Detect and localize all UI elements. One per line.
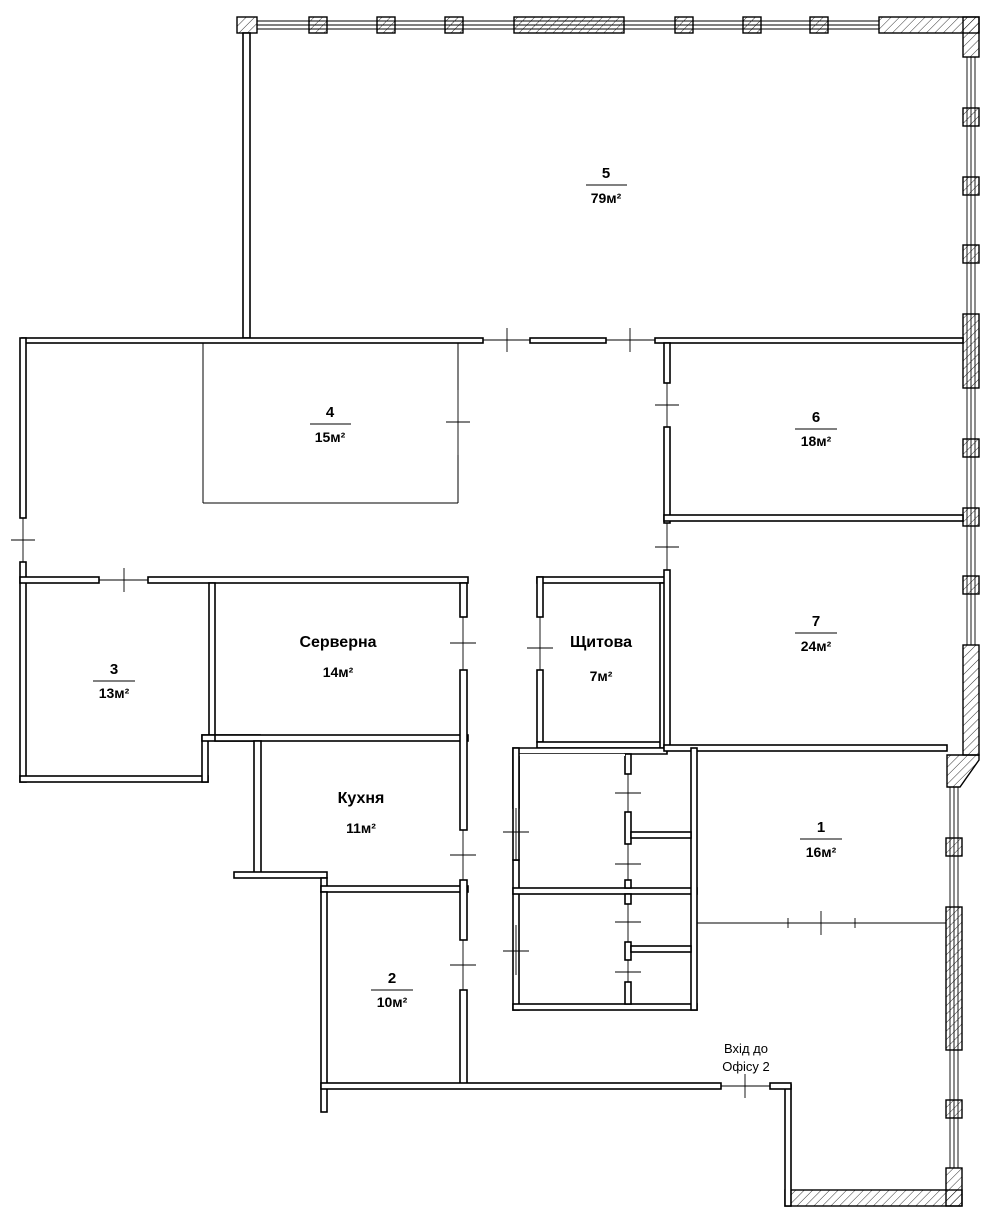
svg-text:13м²: 13м² <box>99 685 130 701</box>
svg-text:14м²: 14м² <box>323 664 354 680</box>
room-6-label: 6 18м² <box>795 409 837 449</box>
room-3-label: 3 13м² <box>93 661 135 701</box>
svg-text:2: 2 <box>388 970 396 987</box>
interior-walls <box>19 32 964 1113</box>
right-exterior-wall <box>784 16 980 1207</box>
svg-text:4: 4 <box>326 404 335 421</box>
svg-text:18м²: 18м² <box>801 433 832 449</box>
panel-room-label: Щитова 7м² <box>570 634 632 684</box>
door-marks <box>11 328 856 1098</box>
server-room-label: Серверна 14м² <box>299 634 376 680</box>
room-7-label: 7 24м² <box>795 613 837 654</box>
room-4-partition <box>202 343 459 504</box>
svg-text:7: 7 <box>812 613 820 630</box>
svg-text:1: 1 <box>817 819 825 836</box>
kitchen-label: Кухня 11м² <box>338 790 385 836</box>
svg-text:10м²: 10м² <box>377 994 408 1010</box>
room-5-label: 5 79м² <box>586 165 627 206</box>
svg-text:79м²: 79м² <box>591 190 622 206</box>
svg-text:Вхід до: Вхід до <box>724 1041 768 1056</box>
top-exterior-wall <box>236 16 980 34</box>
svg-text:11м²: 11м² <box>346 820 376 836</box>
svg-text:3: 3 <box>110 661 118 678</box>
svg-text:7м²: 7м² <box>590 668 613 684</box>
room-2-label: 2 10м² <box>371 970 413 1010</box>
svg-text:Серверна: Серверна <box>299 634 376 651</box>
svg-text:24м²: 24м² <box>801 638 832 654</box>
svg-text:Щитова: Щитова <box>570 634 632 651</box>
svg-text:Кухня: Кухня <box>338 790 385 807</box>
room-4-label: 4 15м² <box>310 404 351 445</box>
entrance-label: Вхід до Офісу 2 <box>722 1041 770 1074</box>
svg-text:5: 5 <box>602 165 610 182</box>
svg-text:6: 6 <box>812 409 820 426</box>
room-1-label: 1 16м² <box>800 819 842 860</box>
svg-text:16м²: 16м² <box>806 844 837 860</box>
svg-text:Офісу 2: Офісу 2 <box>722 1059 770 1074</box>
svg-text:15м²: 15м² <box>315 429 346 445</box>
